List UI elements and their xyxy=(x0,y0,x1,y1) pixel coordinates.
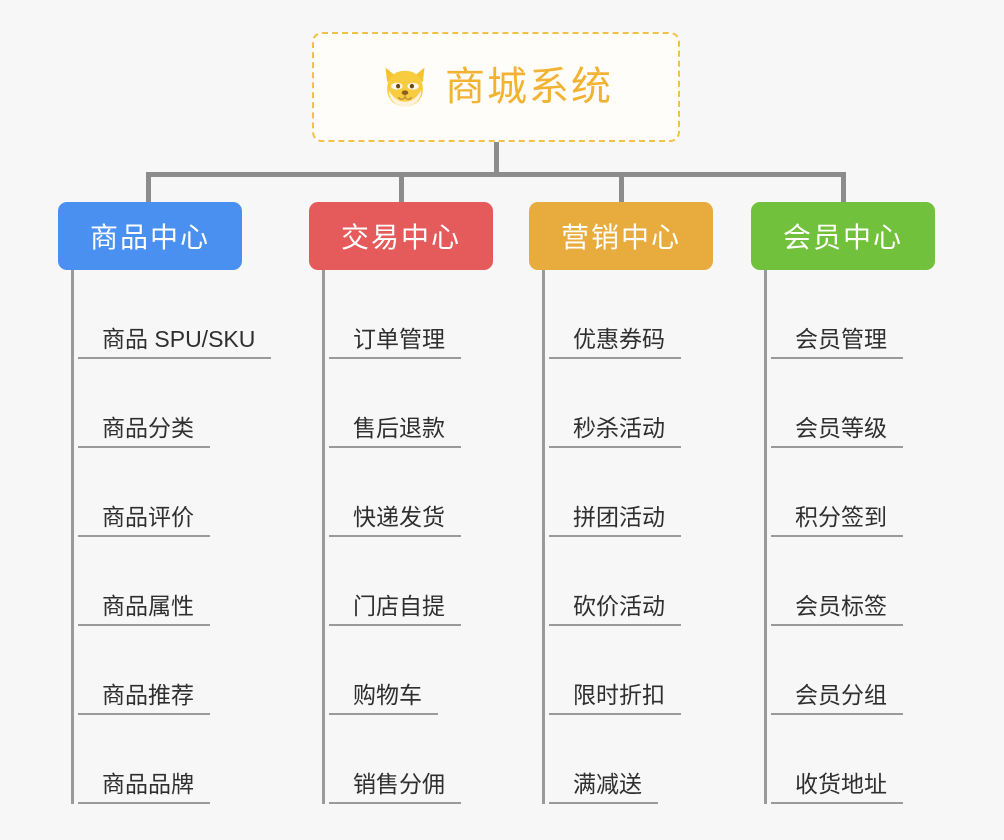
tree-item-label: 售后退款 xyxy=(329,416,461,448)
tree-item-label: 商品评价 xyxy=(78,505,210,537)
tree-item-label: 商品品牌 xyxy=(78,772,210,804)
tree-item-label: 会员标签 xyxy=(771,594,903,626)
tree-item-label: 商品分类 xyxy=(78,416,210,448)
tree-item[interactable]: 商品 SPU/SKU xyxy=(74,270,272,359)
tree-item-label: 限时折扣 xyxy=(549,683,681,715)
shiba-dog-face-icon xyxy=(385,67,425,107)
connector-horizontal-bus xyxy=(146,172,846,177)
tree-item[interactable]: 拼团活动 xyxy=(545,448,713,537)
tree-item-label: 快递发货 xyxy=(329,505,461,537)
tree-item-label: 拼团活动 xyxy=(549,505,681,537)
branch-items-3: 优惠券码 秒杀活动 拼团活动 砍价活动 限时折扣 满减送 xyxy=(542,270,713,804)
tree-item-label: 门店自提 xyxy=(329,594,461,626)
branch-header-label: 交易中心 xyxy=(340,222,461,253)
root-title: 商城系统 xyxy=(445,65,613,109)
tree-item-label: 会员分组 xyxy=(771,683,903,715)
tree-item[interactable]: 秒杀活动 xyxy=(545,359,713,448)
tree-item-label: 收货地址 xyxy=(771,772,903,804)
branch-column-1: 商品中心 商品 SPU/SKU 商品分类 商品评价 商品属性 商品推荐 商品品牌 xyxy=(58,202,272,804)
branch-column-2: 交易中心 订单管理 售后退款 快递发货 门店自提 购物车 销售分佣 xyxy=(309,202,493,804)
connector-root-stem xyxy=(494,142,499,176)
tree-item[interactable]: 订单管理 xyxy=(325,270,493,359)
tree-item[interactable]: 收货地址 xyxy=(767,715,935,804)
tree-item-label: 会员等级 xyxy=(771,416,903,448)
tree-item[interactable]: 商品推荐 xyxy=(74,626,242,715)
tree-item-label: 满减送 xyxy=(549,772,658,804)
tree-item-label: 商品推荐 xyxy=(78,683,210,715)
tree-item[interactable]: 满减送 xyxy=(545,715,713,804)
connector-drop-1 xyxy=(146,172,151,206)
branch-items-4: 会员管理 会员等级 积分签到 会员标签 会员分组 收货地址 xyxy=(764,270,935,804)
tree-item-label: 会员管理 xyxy=(771,327,903,359)
tree-item[interactable]: 优惠券码 xyxy=(545,270,713,359)
tree-item-label: 积分签到 xyxy=(771,505,903,537)
tree-item[interactable]: 商品品牌 xyxy=(74,715,242,804)
tree-item-label: 砍价活动 xyxy=(549,594,681,626)
branch-header-4[interactable]: 会员中心 xyxy=(751,202,935,270)
branch-header-label: 商品中心 xyxy=(89,222,210,253)
tree-item[interactable]: 会员等级 xyxy=(767,359,935,448)
tree-item[interactable]: 商品评价 xyxy=(74,448,242,537)
tree-item[interactable]: 商品分类 xyxy=(74,359,242,448)
branch-header-label: 会员中心 xyxy=(782,222,903,253)
tree-item-label: 商品属性 xyxy=(78,594,210,626)
tree-item-label: 购物车 xyxy=(329,683,438,715)
tree-item[interactable]: 商品属性 xyxy=(74,537,242,626)
tree-item[interactable]: 积分签到 xyxy=(767,448,935,537)
tree-item[interactable]: 会员分组 xyxy=(767,626,935,715)
connector-drop-3 xyxy=(619,172,624,206)
tree-item[interactable]: 会员管理 xyxy=(767,270,935,359)
branch-items-2: 订单管理 售后退款 快递发货 门店自提 购物车 销售分佣 xyxy=(322,270,493,804)
tree-item-label: 商品 SPU/SKU xyxy=(78,327,272,359)
branch-items-1: 商品 SPU/SKU 商品分类 商品评价 商品属性 商品推荐 商品品牌 xyxy=(71,270,272,804)
branch-column-3: 营销中心 优惠券码 秒杀活动 拼团活动 砍价活动 限时折扣 满减送 xyxy=(529,202,713,804)
tree-item[interactable]: 快递发货 xyxy=(325,448,493,537)
tree-item[interactable]: 购物车 xyxy=(325,626,493,715)
branch-column-4: 会员中心 会员管理 会员等级 积分签到 会员标签 会员分组 收货地址 xyxy=(751,202,935,804)
tree-item[interactable]: 砍价活动 xyxy=(545,537,713,626)
tree-item[interactable]: 门店自提 xyxy=(325,537,493,626)
branch-header-2[interactable]: 交易中心 xyxy=(309,202,493,270)
tree-item[interactable]: 会员标签 xyxy=(767,537,935,626)
tree-item-label: 订单管理 xyxy=(329,327,461,359)
tree-item[interactable]: 限时折扣 xyxy=(545,626,713,715)
tree-item[interactable]: 售后退款 xyxy=(325,359,493,448)
tree-item[interactable]: 销售分佣 xyxy=(325,715,493,804)
branch-header-label: 营销中心 xyxy=(560,222,681,253)
root-node[interactable]: 商城系统 xyxy=(312,32,680,142)
branch-header-3[interactable]: 营销中心 xyxy=(529,202,713,270)
tree-item-label: 优惠券码 xyxy=(549,327,681,359)
tree-item-label: 销售分佣 xyxy=(329,772,461,804)
connector-drop-4 xyxy=(841,172,846,206)
connector-drop-2 xyxy=(399,172,404,206)
branch-header-1[interactable]: 商品中心 xyxy=(58,202,242,270)
tree-item-label: 秒杀活动 xyxy=(549,416,681,448)
